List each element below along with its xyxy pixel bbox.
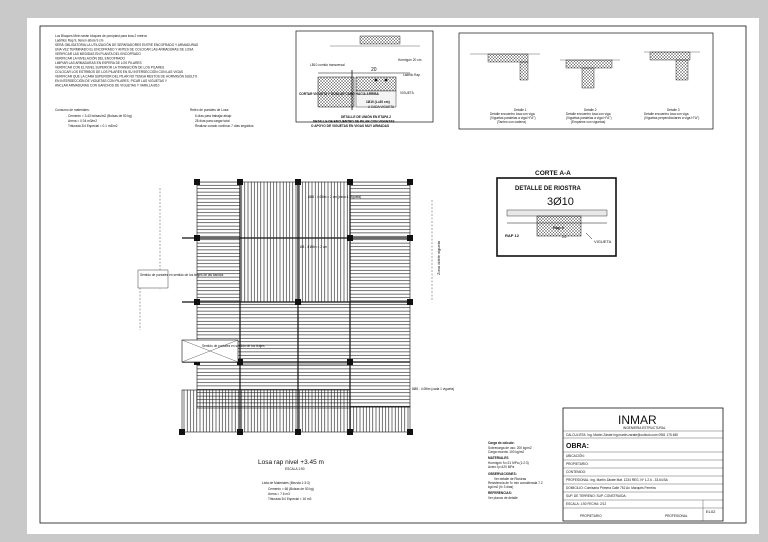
tb-row: ESCALA: 1:50 FECHA: 2/12 xyxy=(566,502,606,506)
note-line: Ladrillos Rap 9, tienen altura 9 cm xyxy=(55,39,104,43)
materiales-line: Acero fy=420 MPa xyxy=(488,465,515,469)
detalle-line: (Empalme con viguetas) xyxy=(571,120,605,124)
plan-callout: Sentido de puntales en sentido de los ti… xyxy=(202,344,265,348)
detalle-line: (Viguetas paralelas a viga H°A°) xyxy=(566,116,612,120)
materials-line: Arena = 7.6 m3 xyxy=(268,492,290,496)
contact-line: CALCULISTA: Ing. Martín Zárate ing.marti… xyxy=(566,433,678,437)
detail-label: VIGUETA xyxy=(400,91,415,95)
note-line: SERÁ OBLIGATORIA LA UTILIZACIÓN DE SEPAR… xyxy=(55,42,198,47)
sign-professional: PROFESIONAL xyxy=(665,514,688,518)
hatch-label: Ø8 - 4 Ø6m = 2 cm xyxy=(300,245,328,249)
puntales-line: 28 días para cargar total xyxy=(195,119,230,123)
detalle-title: Detalle 2 xyxy=(584,108,597,112)
detalle-line: (Viguetas paralelas a viga H°A°) xyxy=(490,116,536,120)
detail-label: Hormigón 20 cm xyxy=(398,58,422,62)
obs-line: Resistencia de f'c mín considerada 7.2 xyxy=(488,481,543,485)
corte-dim: 25 xyxy=(562,234,567,239)
corte-rap12: RAP 12 xyxy=(505,233,520,238)
hatch-label: 8Ø8 - 4 Ø6m (cada 1 vigueta) xyxy=(412,387,454,391)
sheet-number: EL02 xyxy=(706,509,716,514)
note-line: Los Bloques Mein serán bloques de poropl… xyxy=(55,34,147,38)
detail-label: 1Ø10 (L=30 cm) xyxy=(366,100,390,104)
detail-label: Ladrillo Rap xyxy=(403,73,420,77)
obs-line: Ver detalle de Riostras xyxy=(494,477,526,481)
detail-caption: DETALLE DE ENCUENTRO DE PILAR CON VIGUET… xyxy=(313,120,395,124)
general-notes: Los Bloques Mein serán bloques de poropl… xyxy=(55,34,198,88)
detail-dim: 20 xyxy=(371,67,377,73)
corte-aa: CORTE A-A DETALLE DE RIOSTRA 3Ø10 Rap 9 … xyxy=(496,170,617,257)
consumo-line: Triturada 3/4 Especial = 0.1 m3/m2 xyxy=(68,124,118,128)
plan-title: Losa rap nivel +3.45 m xyxy=(258,459,324,466)
detail-caption: DETALLE DE UNIÓN EN ETAPA 2 xyxy=(341,114,391,119)
sheet-frame xyxy=(39,25,747,524)
detalle-title: Detalle 3 xyxy=(667,108,680,112)
title-block: INMAR INGENIERÍA ESTRUCTURAL CALCULISTA:… xyxy=(562,407,724,522)
obs-title: OBSERVACIONES: xyxy=(488,472,517,476)
consumo-line: Cemento = 3.43 bolsas/m2 (Bolsas de 50 k… xyxy=(68,114,132,118)
plan-callout-box: Sentido de puntales en sentido de los ti… xyxy=(140,273,224,277)
puntales-line: Realizar curado continuo 7 días seguidos xyxy=(195,124,254,128)
detail-union-etapa: LB10 corrido transversal Hormigón 20 cm … xyxy=(295,30,434,128)
plan-scale: ESCALA 1:50 xyxy=(285,467,305,471)
puntales-title: Retiro de puntales de Losa: xyxy=(190,108,229,112)
puntales-block: Retiro de puntales de Losa: 6 días para … xyxy=(190,108,254,128)
obra-label: OBRA: xyxy=(566,443,589,450)
detalle-line: Detalle encuentro losa con viga xyxy=(490,112,535,116)
corte-title: CORTE A-A xyxy=(535,170,571,177)
tb-row: DOMICILIO: Comisaría Primera Calle 752 A… xyxy=(566,486,656,490)
detalle-title: Detalle 1 xyxy=(514,108,527,112)
sign-owner: PROPIETARIO xyxy=(580,514,602,518)
note-line: VERIFICAR LA NIVELACIÓN DEL ENCOFRADO xyxy=(55,56,126,61)
floor-plan: Sentido de puntales en sentido de los ti… xyxy=(137,179,454,501)
note-line: ANCLAR ARMADURAS CON GANCHOS DE VIGUETAS… xyxy=(55,84,160,88)
detail-caption: O APOYO DE VIGUETAS EN VIGAS MUY ARMADAS xyxy=(311,124,389,128)
cargas-title: Carga de cálculo: xyxy=(488,441,515,445)
company-subtitle: INGENIERÍA ESTRUCTURAL xyxy=(623,426,666,430)
corte-subtitle: DETALLE DE RIOSTRA xyxy=(515,186,582,192)
detalle-line: Detalle encuentro losa con viga xyxy=(644,112,689,116)
note-line: LIMPIAR LAS ARMADURAS EN ESPERA DE LOS P… xyxy=(55,61,142,65)
note-line: VERIFICAR LAS MEDIDAS EN PLANTA DEL ENCO… xyxy=(55,52,141,56)
tb-row: UBICACIÓN: xyxy=(566,453,585,458)
note-line: COLOCAR LOS ESTRIBOS DE LOS PILARES EN S… xyxy=(55,69,183,74)
cargas-line: Carga muerta: 100 kg/m2 xyxy=(488,450,524,454)
cargas-block: Carga de cálculo: Sobrecarga de uso: 200… xyxy=(488,441,543,500)
tb-row: PROFESIONAL: Ing. Martín Zárate Mat. 123… xyxy=(566,478,669,482)
company-logo: INMAR xyxy=(618,413,657,427)
note-line: VERIFICAR QUE LA CARA SUPERIOR DEL PILAR… xyxy=(55,74,198,79)
corte-vigueta: VIGUETA xyxy=(594,239,612,244)
detalle-line: Detalle encuentro losa con viga xyxy=(566,112,611,116)
tb-row: SUP. DE TERRENO: SUP. CONSTRUIDA: xyxy=(566,494,627,498)
tb-row: PROPIETARIO: xyxy=(566,462,589,466)
cargas-line: Sobrecarga de uso: 200 kg/m2 xyxy=(488,446,532,450)
detalle-line: (Viguetas perpendiculares a viga H°A°) xyxy=(644,116,699,120)
materials-title: Lista de Materiales (Mezcla 1:3:3) xyxy=(262,481,310,485)
note-line: VERIFICAR CON EL NIVEL SUPERIOR LA TRANS… xyxy=(55,65,164,70)
corte-bars: 3Ø10 xyxy=(547,196,574,208)
ref-title: REFERENCIAS: xyxy=(488,491,512,495)
ref-line: Ver planos de detalle xyxy=(488,496,518,500)
hatch-label: 8Ø8 - 4 Ø6m = 2 cm (cada 1 Vigueta) xyxy=(308,195,361,199)
detail-label: LB10 corrido transversal xyxy=(310,63,345,67)
consumo-title: Consumo de materiales: xyxy=(55,108,90,112)
tb-row: CONTENIDO: xyxy=(566,470,586,474)
consumo-block: Consumo de materiales: Cemento = 3.43 bo… xyxy=(55,108,132,128)
corte-rap: Rap 9 xyxy=(553,225,565,230)
note-line: UNA VEZ TERMINADO EL ENCOFRADO Y ANTES D… xyxy=(55,48,194,52)
plan-side-label: Zona doble vigueta xyxy=(436,240,441,275)
note-line: EN INTERSECCIÓN DE VIGUETAS CON PILARES,… xyxy=(55,78,168,83)
obs-line: kg/cm2 (fc 3 días) xyxy=(488,485,513,489)
detalle-line: (Tanteo con cadena) xyxy=(497,120,526,124)
detail-label: A CADA VIGUETA xyxy=(368,105,395,109)
materiales-title: MATERIALES xyxy=(488,456,508,460)
details-encuentro: Detalle 1 Detalle encuentro losa con vig… xyxy=(458,32,714,130)
puntales-line: 6 días para trabajar abajo xyxy=(195,114,232,118)
detail-label: CORTAR VIGUETA Y DOBLAR CABO HACIA ARRIB… xyxy=(299,92,380,96)
materiales-line: Hormigón f'c=21 MPa (1:2:3) xyxy=(488,461,529,465)
materials-line: Triturada 3/4 Especial = 16 m3 xyxy=(268,497,312,501)
consumo-line: Arena = 0.04 m3/m2 xyxy=(68,119,97,123)
materials-line: Cemento = 66 (Bolsas de 50 kg) xyxy=(268,487,314,491)
